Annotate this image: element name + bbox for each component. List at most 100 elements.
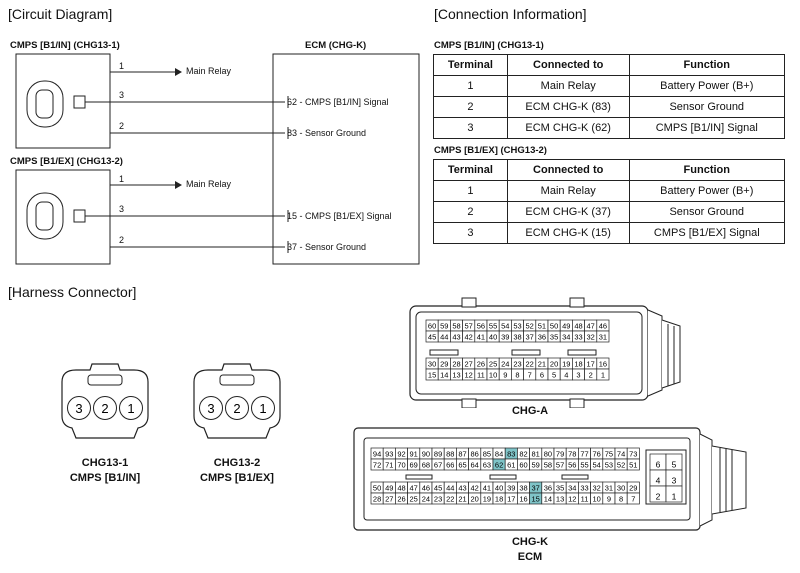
pin-cell bbox=[665, 485, 683, 503]
pin-number: 5 bbox=[552, 371, 556, 380]
chg-k-sublabel: ECM bbox=[517, 551, 543, 563]
connection-section-title: [Connection Information] bbox=[434, 6, 587, 22]
chg-k-label: CHG-K bbox=[511, 536, 549, 548]
chg-k-caption: CHG-K ECM bbox=[480, 535, 580, 565]
pin-2 bbox=[225, 396, 249, 420]
pin-cell bbox=[626, 458, 640, 471]
pin-number: 25 bbox=[489, 360, 497, 369]
pin-number: 21 bbox=[538, 360, 546, 369]
pin-number: 24 bbox=[422, 495, 430, 504]
table-row: 3 ECM CHG-K (15) CMPS [B1/EX] Signal bbox=[433, 222, 786, 244]
pin-number: 65 bbox=[458, 461, 466, 470]
chg13-1-connector: 3 2 1 bbox=[61, 363, 149, 439]
pin-number: 80 bbox=[544, 450, 552, 459]
pin-number: 15 bbox=[532, 495, 540, 504]
table1-title: CMPS [B1/IN] (CHG13-1) bbox=[434, 40, 544, 51]
pin-number: 71 bbox=[385, 461, 393, 470]
pin-number: 73 bbox=[629, 450, 637, 459]
pin-number: 27 bbox=[385, 495, 393, 504]
cell: 3 bbox=[433, 117, 508, 139]
pin-number: 12 bbox=[465, 371, 473, 380]
pin-number: 51 bbox=[538, 322, 546, 331]
pin-number: 30 bbox=[428, 360, 436, 369]
pin-number: 22 bbox=[526, 360, 534, 369]
cell: 1 bbox=[433, 75, 508, 97]
cell: Sensor Ground bbox=[628, 201, 786, 223]
pin-number: 74 bbox=[617, 450, 625, 459]
pin-number: 32 bbox=[593, 484, 601, 493]
cell: Battery Power (B+) bbox=[628, 180, 786, 202]
col-terminal: Terminal bbox=[433, 159, 508, 181]
connection-table-1: Terminal Connected to Function 1 Main Re… bbox=[433, 54, 786, 139]
ecm-title: ECM (CHG-K) bbox=[305, 40, 367, 51]
pin-number: 9 bbox=[503, 371, 507, 380]
pin-number: 37 bbox=[532, 484, 540, 493]
col-terminal: Terminal bbox=[433, 54, 508, 76]
pin-label: 2 bbox=[101, 401, 108, 416]
cell: 2 bbox=[433, 201, 508, 223]
pin-label: 2 bbox=[233, 401, 240, 416]
pin-number: 48 bbox=[574, 322, 582, 331]
pin-number: 63 bbox=[483, 461, 491, 470]
pin-number: 42 bbox=[465, 333, 473, 342]
pin-number: 11 bbox=[477, 371, 485, 380]
s1-pin3: 3 bbox=[119, 90, 125, 100]
pin-number: 1 bbox=[672, 492, 677, 502]
pin-number: 56 bbox=[568, 461, 576, 470]
circuit-section-title: [Circuit Diagram] bbox=[8, 6, 113, 22]
pin-number: 36 bbox=[538, 333, 546, 342]
table-row: 3 ECM CHG-K (62) CMPS [B1/IN] Signal bbox=[433, 117, 786, 139]
pin-number: 44 bbox=[446, 484, 454, 493]
pin-3 bbox=[199, 396, 223, 420]
pin-number: 42 bbox=[471, 484, 479, 493]
pin-number: 16 bbox=[599, 360, 607, 369]
pin-1 bbox=[251, 396, 275, 420]
chg13-1-caption: CHG13-1 CMPS [B1/IN] bbox=[50, 456, 160, 486]
pin-number: 6 bbox=[656, 460, 661, 470]
pin-number: 49 bbox=[562, 322, 570, 331]
pin-number: 20 bbox=[471, 495, 479, 504]
pin-number: 33 bbox=[580, 484, 588, 493]
pin-number: 38 bbox=[513, 333, 521, 342]
pin-number: 79 bbox=[556, 450, 564, 459]
pin-number: 2 bbox=[656, 492, 661, 502]
pin-number: 28 bbox=[452, 360, 460, 369]
pin-2 bbox=[93, 396, 117, 420]
s1-main-relay: Main Relay bbox=[186, 66, 232, 76]
pin-number: 77 bbox=[580, 450, 588, 459]
sensor1-terminal bbox=[73, 95, 86, 109]
pin-number: 53 bbox=[513, 322, 521, 331]
pin-number: 43 bbox=[452, 333, 460, 342]
pin-number: 38 bbox=[519, 484, 527, 493]
pin-number: 29 bbox=[440, 360, 448, 369]
pin-number: 92 bbox=[397, 450, 405, 459]
pin-number: 22 bbox=[446, 495, 454, 504]
pin-number: 48 bbox=[397, 484, 405, 493]
pin-number: 1 bbox=[601, 371, 605, 380]
pin-label: 3 bbox=[207, 401, 214, 416]
ecm-box bbox=[272, 53, 420, 265]
pin-number: 70 bbox=[397, 461, 405, 470]
pin-number: 56 bbox=[477, 322, 485, 331]
pin-number: 18 bbox=[495, 495, 503, 504]
pin-number: 33 bbox=[574, 333, 582, 342]
pin-number: 19 bbox=[562, 360, 570, 369]
pin-number: 94 bbox=[373, 450, 381, 459]
pin-number: 36 bbox=[544, 484, 552, 493]
pin-number: 45 bbox=[428, 333, 436, 342]
sensor2-terminal bbox=[73, 209, 86, 223]
s2-signal: 15 - CMPS [B1/EX] Signal bbox=[287, 211, 392, 221]
pin-number: 17 bbox=[507, 495, 515, 504]
table-row: 2 ECM CHG-K (83) Sensor Ground bbox=[433, 96, 786, 118]
pin-number: 64 bbox=[471, 461, 479, 470]
pin-number: 85 bbox=[483, 450, 491, 459]
pin-number: 75 bbox=[605, 450, 613, 459]
chg13-1-desc: CMPS [B1/IN] bbox=[69, 472, 141, 484]
pin-number: 47 bbox=[587, 322, 595, 331]
pin-number: 43 bbox=[458, 484, 466, 493]
pin-number: 46 bbox=[599, 322, 607, 331]
pin-number: 78 bbox=[568, 450, 576, 459]
pin-number: 8 bbox=[619, 495, 623, 504]
pin-number: 93 bbox=[385, 450, 393, 459]
